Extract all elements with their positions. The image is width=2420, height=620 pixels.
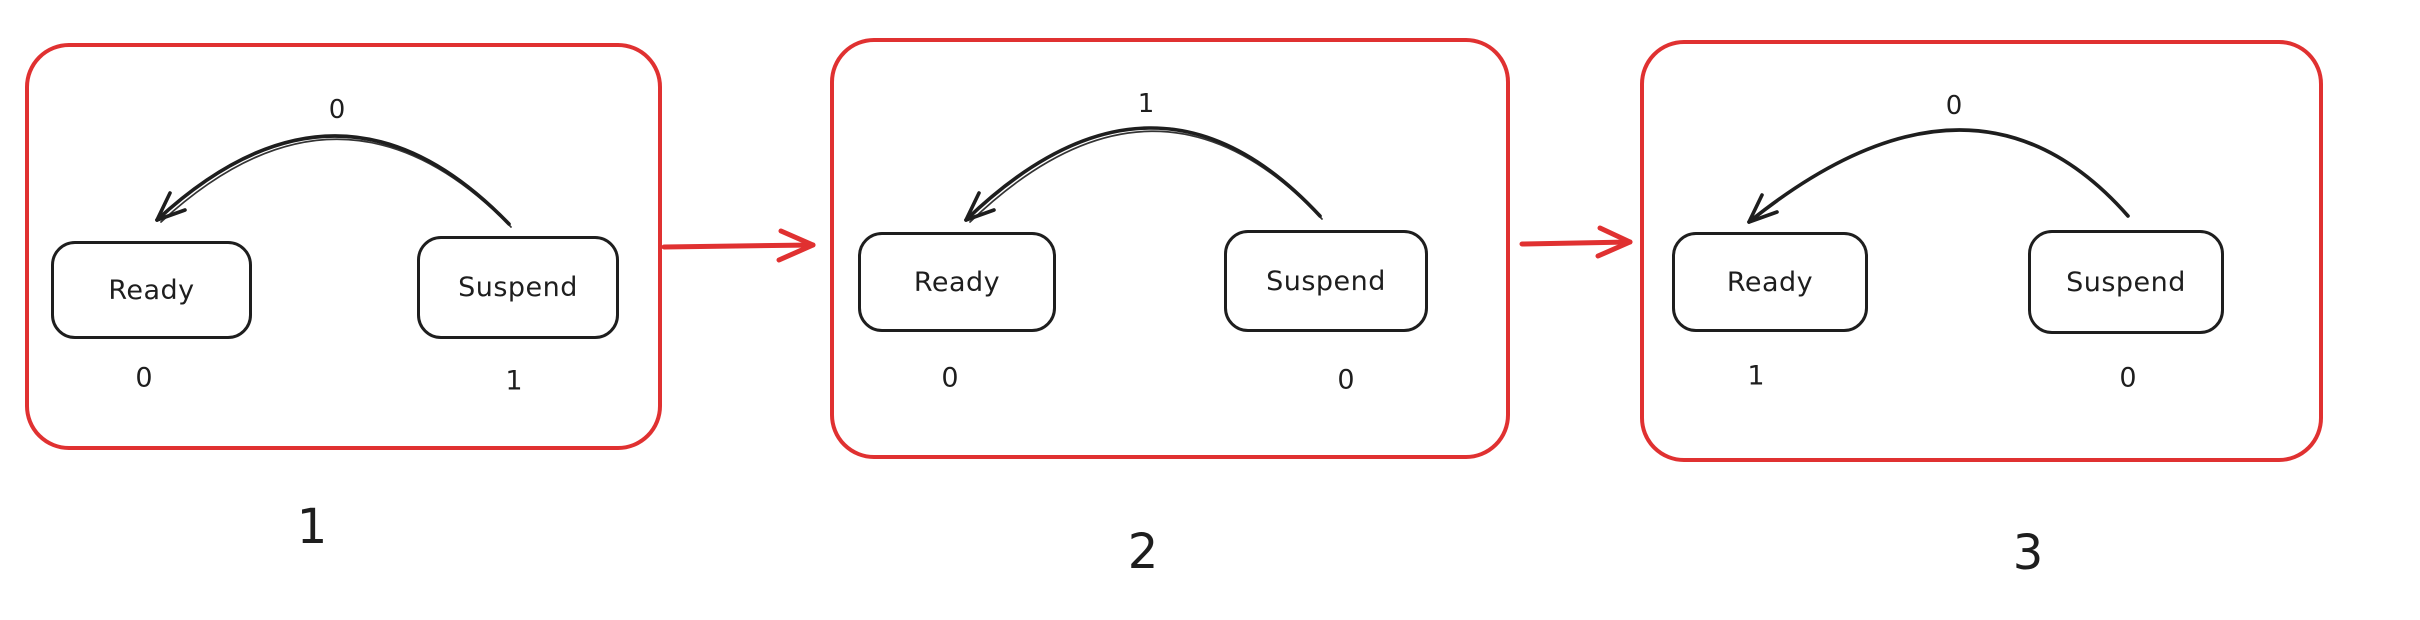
suspend-count: 0 — [1337, 364, 1355, 396]
ready-count: 1 — [1747, 360, 1765, 392]
panel-number-3: 3 — [2012, 525, 2044, 581]
transition-bit-label: 0 — [325, 97, 349, 123]
state-label-suspend: Suspend — [2066, 266, 2186, 298]
state-box-suspend: Suspend — [2028, 230, 2224, 334]
state-label-suspend: Suspend — [1266, 265, 1386, 297]
snapshot-panel-2: 1 Ready Suspend 0 0 — [830, 38, 1510, 459]
state-label-ready: Ready — [913, 266, 1001, 298]
state-label-suspend: Suspend — [458, 272, 578, 303]
state-box-ready: Ready — [1672, 232, 1868, 332]
state-label-ready: Ready — [108, 274, 195, 306]
transition-bit-label: 1 — [1134, 91, 1158, 117]
panel-number-1: 1 — [296, 499, 328, 555]
suspend-count: 0 — [2119, 362, 2137, 394]
suspend-to-ready-arc-2 — [964, 126, 1323, 223]
suspend-to-ready-arc-3 — [1747, 128, 2130, 224]
snapshot-panel-3: 0 Ready Suspend 1 0 — [1640, 40, 2323, 462]
state-box-suspend: Suspend — [1224, 230, 1428, 332]
state-box-ready: Ready — [858, 232, 1056, 332]
suspend-to-ready-arc-1 — [155, 134, 512, 228]
next-snapshot-arrow-1 — [661, 228, 816, 263]
ready-count: 0 — [941, 362, 959, 394]
state-box-suspend: Suspend — [417, 236, 619, 339]
transition-bit-label: 0 — [1942, 93, 1966, 119]
state-box-ready: Ready — [51, 241, 252, 339]
next-snapshot-arrow-2 — [1519, 225, 1633, 259]
snapshot-panel-1: 0 Ready Suspend 0 1 — [25, 43, 662, 450]
state-label-ready: Ready — [1726, 266, 1814, 298]
panel-number-2: 2 — [1127, 524, 1159, 580]
ready-count: 0 — [135, 362, 153, 394]
suspend-count: 1 — [505, 365, 523, 397]
